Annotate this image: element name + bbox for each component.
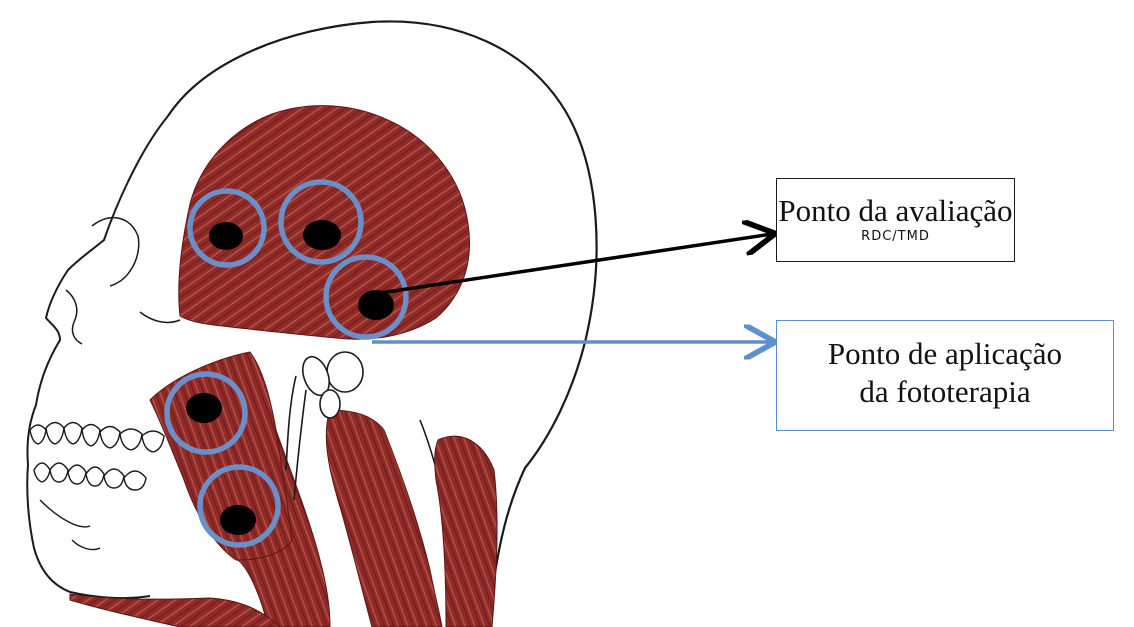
orbit (92, 218, 139, 286)
sternocleidomastoid-muscle (326, 410, 442, 627)
skull-face (27, 116, 168, 598)
evaluation-point-label: Ponto da avaliação RDC/TMD (776, 178, 1015, 262)
phototherapy-label-line1: Ponto de aplicação (777, 335, 1113, 373)
evaluation-point-subtitle: RDC/TMD (777, 229, 1014, 245)
phototherapy-point-label: Ponto de aplicação da fototerapia (776, 320, 1114, 431)
trapezius-muscle (435, 436, 497, 627)
platysma-muscle (70, 594, 280, 627)
lower-teeth (34, 463, 146, 490)
upper-teeth (30, 423, 164, 453)
evaluation-point-title: Ponto da avaliação (777, 193, 1014, 229)
phototherapy-label-line2: da fototerapia (777, 373, 1113, 411)
mandible-line (40, 500, 100, 550)
nasal-cavity (66, 290, 82, 344)
zygomatic-line (140, 312, 180, 322)
